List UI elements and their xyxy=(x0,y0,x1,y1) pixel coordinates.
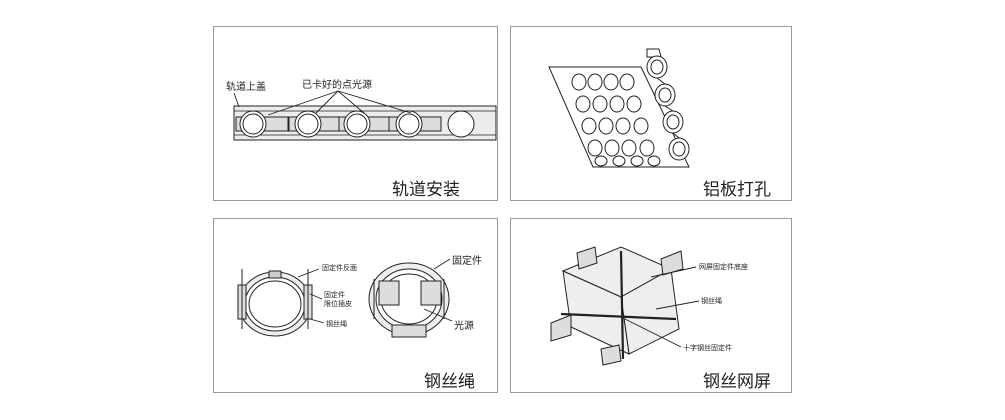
light-chain xyxy=(646,48,690,161)
panel-wire-rope: 固定件反面 固定件 限位插皮 钢丝绳 固定件 光源 钢丝绳 xyxy=(213,218,498,393)
label-fixing-back: 固定件反面 xyxy=(322,264,357,272)
label-fixing-limit-1: 固定件 xyxy=(324,291,345,299)
aluminum-plate-illustration xyxy=(548,48,690,168)
label-clipped-lights: 已卡好的点光源 xyxy=(302,80,372,91)
label-mesh-base: 网屏固定件底座 xyxy=(699,263,748,271)
light-module-1 xyxy=(235,110,289,138)
empty-slot xyxy=(447,110,475,138)
panel-caption: 铝板打孔 xyxy=(703,180,771,200)
label-wire-rope: 钢丝绳 xyxy=(326,320,347,328)
label-fixing-part: 固定件 xyxy=(452,256,482,267)
panel-aluminum-drill: 铝板打孔 xyxy=(510,26,792,201)
label-track-cover: 轨道上盖 xyxy=(226,82,266,93)
drill-holes xyxy=(571,73,661,167)
panel-wire-mesh: 网屏固定件底座 钢丝绳 十字钢丝固定件 钢丝网屏 xyxy=(510,218,792,393)
label-mesh-wire-rope: 钢丝绳 xyxy=(701,297,722,305)
wire-mesh-illustration xyxy=(550,246,700,366)
panel-caption: 轨道安装 xyxy=(392,180,460,200)
wire-rope-lines xyxy=(560,250,677,360)
label-fixing-limit-2: 限位插皮 xyxy=(324,300,352,308)
wire-rope-illustration xyxy=(237,258,453,338)
track-illustration xyxy=(233,90,497,141)
light-module-2 xyxy=(288,110,342,138)
panel-caption: 钢丝网屏 xyxy=(703,372,771,392)
light-module-4 xyxy=(388,110,442,138)
panel-track-install: 轨道上盖 已卡好的点光源 轨道安装 xyxy=(213,26,498,201)
light-module-3 xyxy=(338,110,392,138)
label-cross-fixing: 十字钢丝固定件 xyxy=(683,344,732,352)
label-light-source: 光源 xyxy=(454,321,474,332)
panel-caption: 钢丝绳 xyxy=(424,372,475,392)
